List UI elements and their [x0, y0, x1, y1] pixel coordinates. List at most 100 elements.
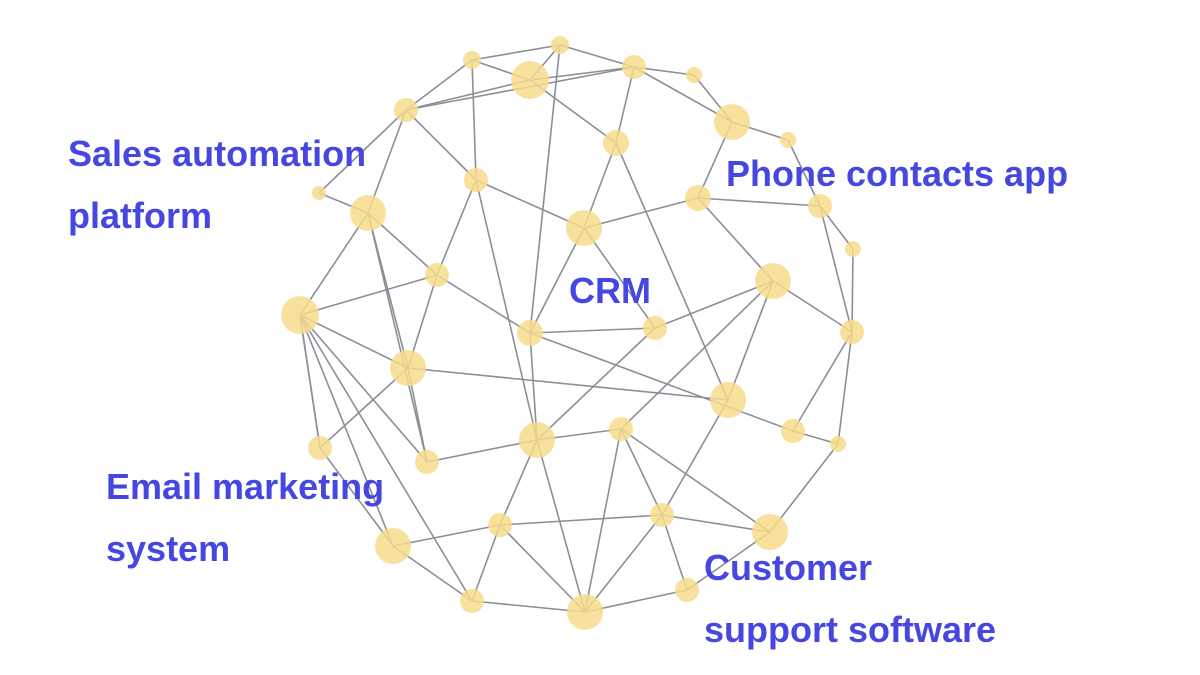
network-edge	[299, 314, 473, 602]
network-node	[643, 316, 667, 340]
network-node	[415, 450, 439, 474]
network-edge	[299, 314, 409, 369]
network-edge	[615, 142, 729, 401]
network-edge	[584, 514, 663, 613]
network-edge	[499, 524, 586, 613]
network-edge	[661, 514, 771, 533]
network-edge	[405, 109, 477, 181]
network-edge	[583, 227, 656, 329]
label-line: CRM	[569, 270, 651, 311]
label-crm: CRM	[569, 260, 651, 322]
network-node	[710, 382, 746, 418]
network-edge	[436, 274, 531, 334]
network-edge	[536, 439, 586, 613]
network-edge	[837, 331, 853, 445]
network-edge	[697, 197, 821, 207]
network-node	[566, 210, 602, 246]
network-node	[752, 514, 788, 550]
network-edge	[299, 274, 438, 316]
network-edge	[583, 197, 699, 229]
network-node	[622, 55, 646, 79]
network-node	[308, 436, 332, 460]
network-node	[686, 67, 702, 83]
network-node	[519, 422, 555, 458]
network-edge	[426, 439, 538, 463]
network-edge	[405, 59, 473, 111]
nodes	[281, 36, 864, 630]
network-node	[845, 241, 861, 257]
label-customer-support-software: Customer support software	[704, 537, 996, 661]
network-node	[650, 503, 674, 527]
network-node	[675, 578, 699, 602]
network-node	[460, 589, 484, 613]
network-node	[464, 168, 488, 192]
network-node	[830, 436, 846, 452]
network-edge	[529, 327, 656, 334]
network-node	[281, 296, 319, 334]
network-edge	[299, 314, 428, 463]
network-edge	[661, 399, 729, 516]
network-edge	[661, 514, 688, 591]
network-edge	[620, 428, 663, 516]
network-node	[488, 513, 512, 537]
network-node	[755, 263, 791, 299]
network-node	[567, 594, 603, 630]
network-edge	[727, 280, 774, 401]
network-edge	[367, 109, 407, 214]
network-node	[781, 419, 805, 443]
label-sales-automation-platform: Sales automation platform	[68, 123, 366, 247]
network-edge	[392, 524, 501, 547]
network-edge	[769, 443, 839, 533]
network-edge	[529, 44, 561, 334]
network-node	[463, 51, 481, 69]
network-edge	[787, 139, 821, 207]
network-node	[350, 195, 386, 231]
network-node	[685, 185, 711, 211]
label-phone-contacts-app: Phone contacts app	[726, 143, 1068, 205]
network-edge	[615, 66, 635, 144]
network-node	[714, 104, 750, 140]
network-node	[390, 350, 426, 386]
network-edge	[319, 367, 409, 449]
network-edge	[318, 109, 407, 194]
network-edge	[559, 44, 635, 68]
network-edge	[792, 331, 853, 432]
label-line: system	[106, 528, 231, 569]
network-edge	[475, 179, 538, 441]
label-line: platform	[68, 195, 212, 236]
network-edge	[499, 514, 663, 526]
label-line: Email marketing	[106, 466, 385, 507]
network-edge	[471, 59, 477, 181]
network-edge	[471, 524, 501, 602]
network-edge	[529, 332, 794, 432]
label-line: Sales automation	[68, 133, 367, 174]
network-edge	[633, 66, 733, 123]
network-edge	[697, 197, 774, 282]
label-line: support software	[704, 609, 997, 650]
network-node	[517, 320, 543, 346]
network-node	[609, 417, 633, 441]
network-node	[551, 36, 569, 54]
network-edge	[405, 79, 531, 111]
network-edge	[475, 179, 585, 229]
network-edge	[536, 327, 656, 441]
network-node	[394, 98, 418, 122]
network-node	[511, 61, 549, 99]
network-edge	[367, 212, 428, 463]
network-node	[375, 528, 411, 564]
network-node	[603, 130, 629, 156]
network-edge	[620, 428, 771, 533]
network-edge	[529, 227, 585, 334]
network-edge	[436, 179, 477, 276]
network-edge	[584, 428, 622, 613]
network-edge	[471, 600, 586, 613]
network-edge	[407, 367, 729, 401]
network-node	[312, 186, 326, 200]
label-line: Customer	[704, 547, 873, 588]
network-edge	[299, 314, 321, 449]
network-edge	[654, 280, 774, 329]
label-email-marketing-system: Email marketing system	[106, 456, 384, 580]
network-edge	[471, 44, 561, 61]
network-edge	[319, 447, 394, 547]
network-node	[780, 132, 796, 148]
